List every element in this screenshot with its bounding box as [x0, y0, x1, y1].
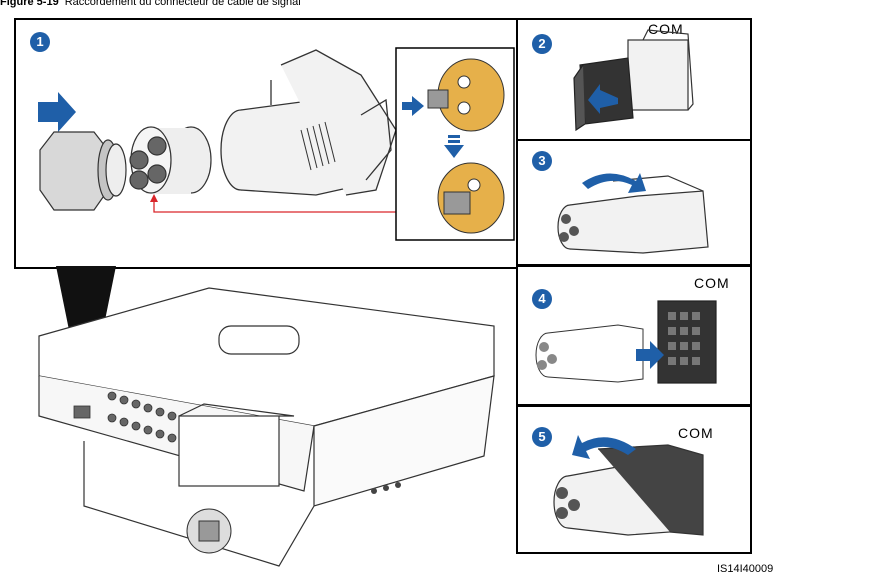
latch-open-illustration: [557, 173, 709, 254]
step-2-badge: 2: [532, 34, 552, 54]
com-port-block: [657, 300, 717, 384]
wiring-box: [178, 403, 295, 487]
panel-step-4: 4 COM: [516, 265, 752, 406]
panel-step-5: 5 COM: [516, 405, 752, 554]
down-arrow-icon: [444, 145, 464, 158]
cable-assembly-illustration: [38, 47, 515, 241]
figure-number: Figure 5-19: [0, 0, 59, 8]
guide-arrowhead-icon: [150, 194, 158, 202]
pin-insert-inset: [395, 47, 515, 241]
figure-title: Raccordement du connecteur de câble de s…: [64, 0, 301, 8]
inverter-illustration: [38, 266, 495, 567]
insert-arrow-icon: [636, 341, 664, 369]
guide-line: [153, 196, 396, 213]
panel-step-2: 2 COM: [516, 18, 752, 141]
pull-arrow-icon: [588, 84, 618, 114]
fan-grille: [186, 508, 232, 554]
panel-step-1: 1: [14, 18, 518, 269]
panel-step-3: 3: [516, 139, 752, 266]
port-cover: [573, 57, 634, 132]
com-label: COM: [694, 275, 730, 291]
seal-insert: [129, 126, 212, 194]
rotate-arrow-icon: [582, 173, 646, 193]
com-label: COM: [678, 425, 714, 441]
figure-caption: Figure 5-19 Raccordement du connecteur de…: [0, 0, 301, 8]
image-code: IS14I40009: [717, 563, 774, 575]
cable-nut: [39, 131, 127, 211]
push-pin-arrow-icon: [402, 96, 424, 116]
insert-arrow-icon: [38, 92, 76, 132]
latch-close-illustration: [553, 435, 704, 536]
rotate-arrow-icon: [572, 435, 636, 459]
connector-housing: [220, 49, 397, 196]
step-5-badge: 5: [532, 427, 552, 447]
cover-removal-illustration: [573, 29, 694, 132]
plug-in-illustration: [535, 300, 717, 384]
step-4-badge: 4: [532, 289, 552, 309]
step-1-badge: 1: [30, 32, 50, 52]
step-3-badge: 3: [532, 151, 552, 171]
terminal-block: [73, 391, 177, 443]
